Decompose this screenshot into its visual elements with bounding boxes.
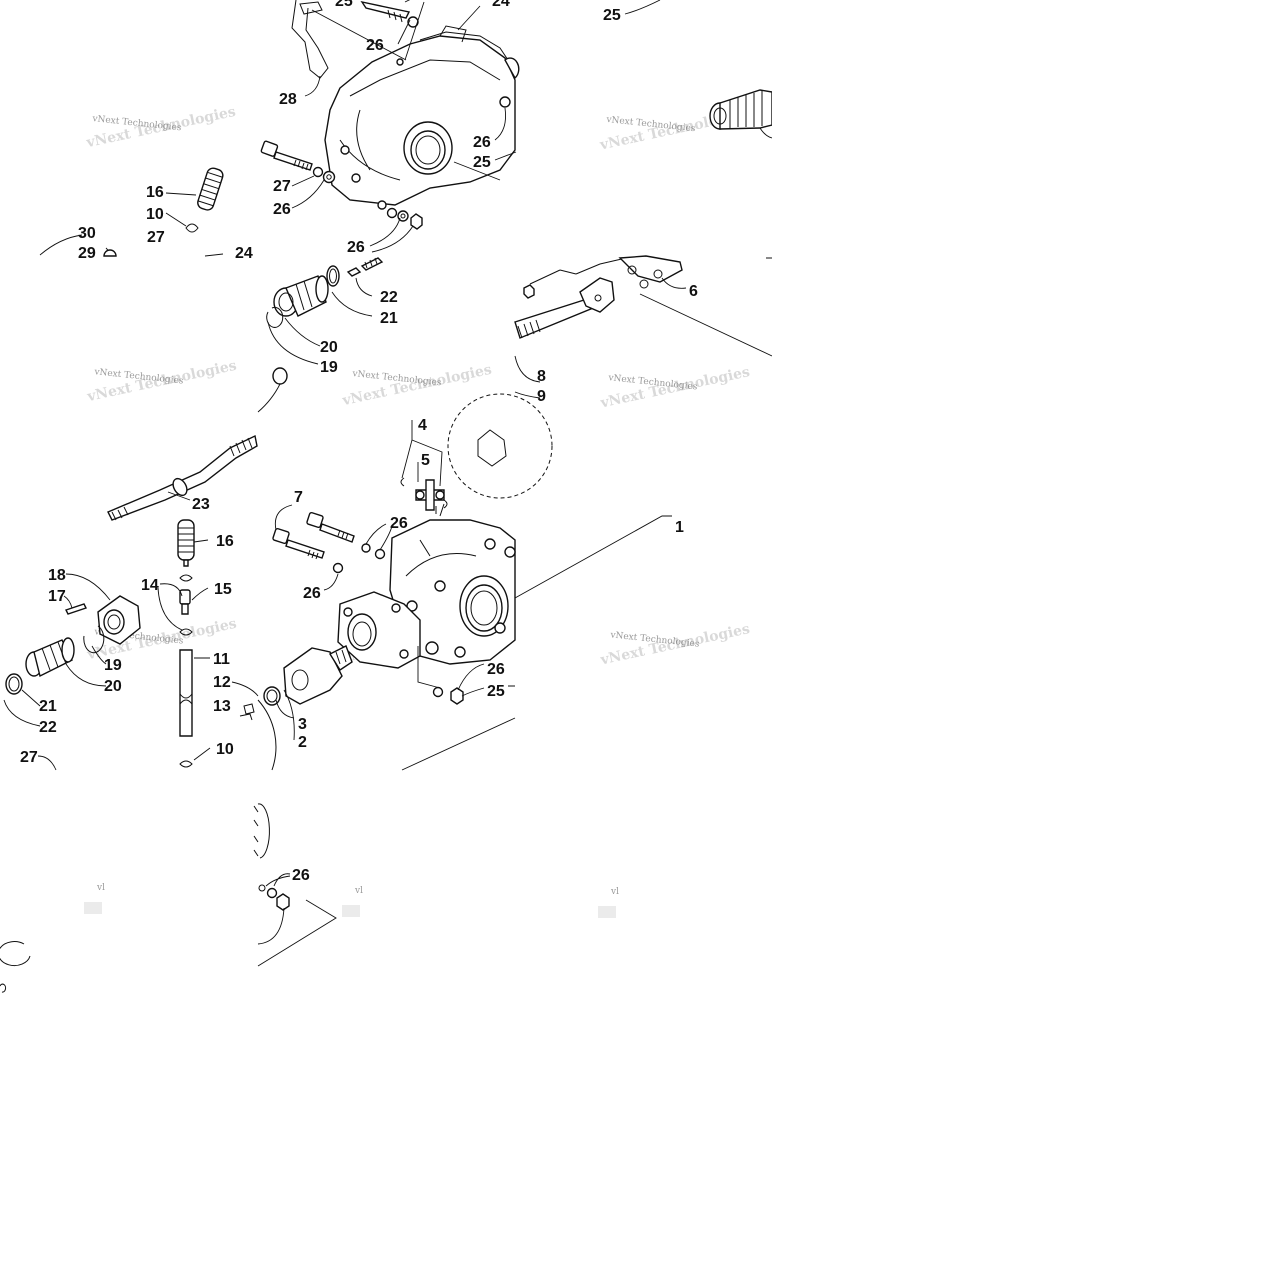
bolt-part-27 [260, 140, 313, 171]
callout-26: 26 [347, 239, 365, 256]
callout-16: 16 [146, 184, 164, 201]
callout-17: 17 [48, 588, 66, 605]
callout-21: 21 [39, 698, 57, 715]
bracket-part-28 [291, 0, 329, 79]
callout-22: 22 [39, 719, 57, 736]
callout-6: 6 [689, 283, 698, 300]
callout-labels: 25 24 25 26 28 26 25 27 26 16 10 30 29 2… [20, 0, 698, 884]
callout-5: 5 [421, 452, 430, 469]
spring-part-16 [197, 167, 224, 211]
callout-26: 26 [292, 867, 310, 884]
tile-lower-row [0, 803, 337, 993]
transmission-case-part-1 [389, 503, 516, 665]
callout-7: 7 [294, 489, 303, 506]
bolt-part-25-top [360, 0, 411, 19]
callout-8: 8 [537, 368, 546, 385]
callout-25: 25 [487, 683, 505, 700]
callout-22: 22 [380, 289, 398, 306]
callout-15: 15 [214, 581, 232, 598]
callout-26: 26 [366, 37, 384, 54]
tile-middle-right [514, 255, 772, 399]
gear-housing [324, 25, 520, 210]
boot-part-20 [273, 275, 329, 317]
fitting-part-15 [179, 589, 191, 615]
tile-middle-middle [257, 257, 384, 413]
callout-24: 24 [492, 0, 510, 10]
callout-16: 16 [216, 533, 234, 550]
bolt-part [523, 284, 535, 299]
callout-25: 25 [473, 154, 491, 171]
tile-bottom-middle [257, 393, 672, 771]
tile-top-left [39, 167, 224, 257]
callout-19: 19 [104, 657, 122, 674]
housing-part-18 [97, 595, 141, 645]
callout-26: 26 [273, 201, 291, 218]
callout-23: 23 [192, 496, 210, 513]
tile-bottom-left [3, 519, 259, 771]
callout-26: 26 [487, 661, 505, 678]
callout-20: 20 [320, 339, 338, 356]
shaft-part-8 [514, 277, 615, 339]
snap-ring-part-19 [266, 306, 284, 328]
watermark-short: vl [354, 886, 363, 896]
callout-26: 26 [303, 585, 321, 602]
gear-case-part [337, 591, 439, 669]
tile-top-right [624, 0, 772, 139]
callout-29: 29 [78, 245, 96, 262]
tile-top-middle [260, 0, 520, 253]
callout-25: 25 [603, 7, 621, 24]
callout-27: 27 [20, 749, 38, 766]
callout-2: 2 [298, 734, 307, 751]
callout-24: 24 [235, 245, 253, 262]
bolt-part-7 [272, 511, 355, 560]
callout-30: 30 [78, 225, 96, 242]
clip-part-10 [185, 223, 199, 233]
callout-27: 27 [273, 178, 291, 195]
snap-ring [0, 941, 31, 967]
callout-9: 9 [537, 388, 546, 405]
callout-13: 13 [213, 698, 231, 715]
watermark-short: vl [96, 883, 105, 893]
callout-11: 11 [213, 651, 230, 668]
callout-4: 4 [418, 417, 427, 434]
callout-12: 12 [213, 674, 231, 691]
callout-10: 10 [216, 741, 234, 758]
boot-part-20b [25, 637, 75, 678]
flange-part-6 [618, 255, 683, 289]
boot-part [709, 89, 772, 130]
tile-middle-left [107, 434, 258, 521]
yoke-part-3 [283, 645, 353, 705]
shaft-part-23 [107, 434, 258, 521]
callout-20: 20 [104, 678, 122, 695]
watermark-short: vl [610, 887, 619, 897]
bolt-part-17 [65, 603, 87, 615]
callout-26: 26 [473, 134, 491, 151]
callout-10: 10 [146, 206, 164, 223]
callout-19: 19 [320, 359, 338, 376]
callout-21: 21 [380, 310, 398, 327]
callout-26: 26 [390, 515, 408, 532]
callout-25: 25 [335, 0, 353, 10]
callout-28: 28 [279, 91, 297, 108]
hose-part-11 [179, 649, 193, 737]
u-joint-part-5 [415, 479, 445, 511]
callout-1: 1 [675, 519, 684, 536]
callout-14: 14 [141, 577, 159, 594]
brake-disc [447, 393, 553, 499]
callout-3: 3 [298, 716, 307, 733]
callout-27: 27 [147, 229, 165, 246]
spring-part-16b [177, 519, 195, 567]
callout-18: 18 [48, 567, 66, 584]
